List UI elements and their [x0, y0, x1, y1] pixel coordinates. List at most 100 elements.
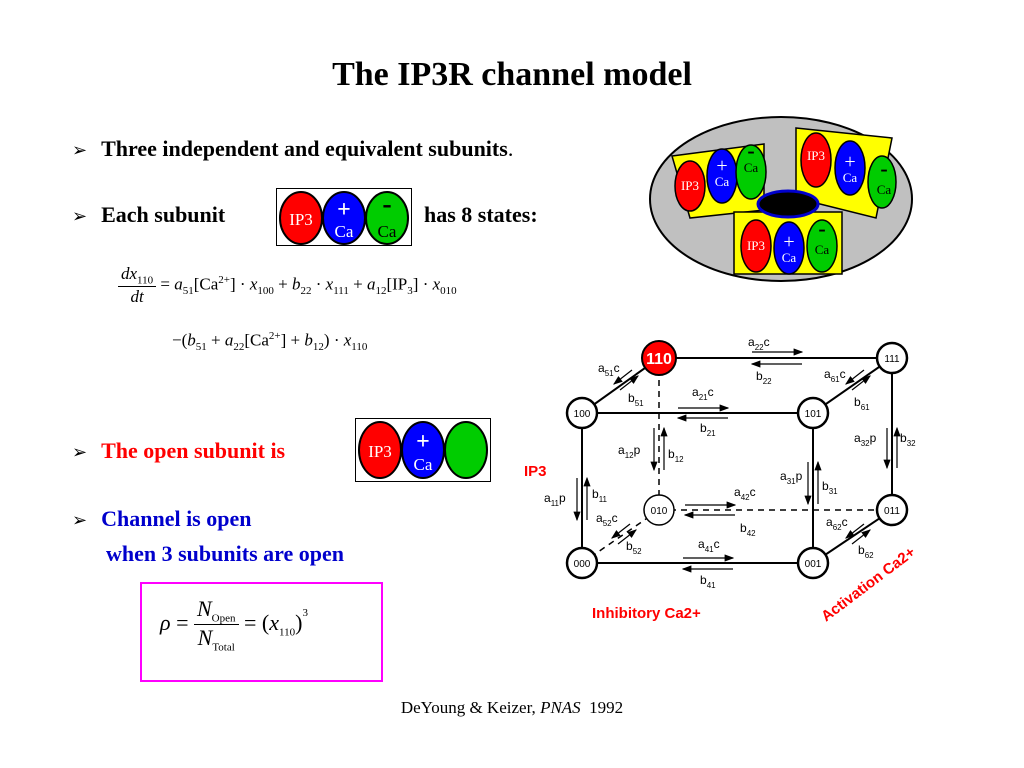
svg-text:011: 011 — [884, 506, 900, 517]
svg-text:Ca: Ca — [715, 174, 730, 189]
inhibitory-ca-site — [365, 191, 409, 245]
bullet-arrow-icon: ➢ — [72, 206, 88, 227]
rate-a51c: a51c — [598, 361, 620, 378]
plus-sign: + — [416, 429, 430, 455]
rate-arrows — [573, 348, 901, 573]
bullet-text: Three independent and equivalent subunit… — [101, 136, 508, 161]
rate-labels: a22c b22 a51c b51 a61c b61 a21c b21 a12p… — [544, 335, 916, 590]
svg-text:000: 000 — [574, 559, 591, 570]
bullet-text: The open subunit is — [101, 438, 286, 463]
rate-a21c: a21c — [692, 385, 714, 402]
state-011 — [875, 493, 909, 527]
subunit-bottom: IP3 + Ca - Ca — [733, 211, 843, 275]
svg-text:+: + — [844, 151, 855, 173]
probability-fraction: NOpen NTotal — [193, 596, 239, 654]
state-cube-diagram: 110 111 100 101 010 011 000 001 a22c b22… — [524, 335, 919, 625]
minus-sign: - — [382, 189, 391, 220]
channel-pore — [756, 189, 820, 219]
rate-b41: b41 — [700, 573, 716, 590]
bullet-three-subunits: ➢ Three independent and equivalent subuni… — [72, 136, 513, 162]
state-110 — [641, 340, 677, 376]
state-nodes: 110 111 100 101 010 011 000 001 — [565, 340, 909, 580]
bullet-arrow-icon: ➢ — [72, 510, 88, 531]
rho-symbol: ρ — [160, 609, 171, 635]
rate-b42: b42 — [740, 521, 756, 538]
bullet-text: Each subunit — [101, 202, 226, 227]
rate-b62: b62 — [858, 543, 874, 560]
citation: DeYoung & Keizer, PNAS 1992 — [400, 698, 624, 717]
svg-text:IP3: IP3 — [681, 178, 699, 193]
label-ip3: IP3 — [524, 463, 547, 480]
svg-text:Ca: Ca — [815, 242, 830, 257]
bullet-period: . — [507, 136, 514, 161]
rate-b22: b22 — [756, 369, 772, 386]
bullet-open-subunit: ➢ The open subunit is — [72, 438, 285, 464]
bullet-channel-open: ➢ Channel is open — [72, 506, 251, 532]
ca-label: Ca — [378, 222, 397, 241]
rate-b51: b51 — [628, 391, 644, 408]
bullet-arrow-icon: ➢ — [72, 442, 88, 463]
derivative-fraction: dx110 dt — [118, 264, 157, 307]
inhibitory-ca-site-empty — [444, 421, 488, 479]
rate-b61: b61 — [854, 395, 870, 412]
rate-a62c: a62c — [826, 515, 848, 532]
ca-label: Ca — [414, 455, 433, 474]
channel-top-view: IP3 + Ca - Ca IP3 + Ca - Ca IP3 + Ca - C… — [647, 115, 915, 283]
bullet-each-subunit-tail: has 8 states: — [424, 202, 538, 227]
subunit-right: IP3 + Ca - Ca — [795, 127, 897, 219]
subunit-left: IP3 + Ca - Ca — [671, 138, 767, 219]
svg-text:-: - — [747, 138, 754, 163]
state-101 — [796, 396, 830, 430]
rate-a12p: a12p — [618, 443, 641, 460]
equation-line-2: −(b51 + a22[Ca2+] + b12) · x110 — [172, 330, 368, 354]
svg-text:111: 111 — [884, 354, 900, 365]
svg-text:Ca: Ca — [843, 170, 858, 185]
ca-label: Ca — [335, 222, 354, 241]
open-subunit-diagram: IP3 + Ca — [355, 418, 491, 482]
cube-edges — [581, 357, 893, 564]
state-100 — [565, 396, 599, 430]
state-000 — [565, 546, 599, 580]
bullet-each-subunit: ➢ Each subunit — [72, 202, 225, 228]
svg-text:101: 101 — [805, 409, 822, 420]
rate-b11: b11 — [592, 487, 608, 504]
rate-a31p: a31p — [780, 469, 803, 486]
svg-text:010: 010 — [651, 506, 668, 517]
rate-b31: b31 — [822, 479, 838, 496]
bullet-text: Channel is open — [101, 506, 252, 531]
rate-a32p: a32p — [854, 431, 877, 448]
svg-text:IP3: IP3 — [747, 238, 765, 253]
rate-b52: b52 — [626, 539, 642, 556]
svg-text:Ca: Ca — [744, 160, 759, 175]
rate-a22c: a22c — [748, 335, 770, 352]
equation-line-1: dx110 dt = a51[Ca2+] · x100 + b22 · x111… — [118, 264, 457, 307]
open-probability-formula: ρ = NOpen NTotal = (x110)3 — [140, 582, 383, 682]
plus-sign: + — [337, 197, 351, 223]
ip3-label: IP3 — [368, 442, 392, 461]
rate-b32: b32 — [900, 431, 916, 448]
rate-a11p: a11p — [544, 491, 566, 508]
svg-text:-: - — [818, 216, 825, 241]
state-010 — [643, 494, 675, 526]
svg-text:001: 001 — [805, 559, 822, 570]
state-111 — [875, 341, 909, 375]
svg-text:Ca: Ca — [877, 182, 892, 197]
svg-text:Ca: Ca — [782, 250, 797, 265]
state-001 — [796, 546, 830, 580]
svg-text:110: 110 — [646, 351, 672, 368]
svg-text:100: 100 — [574, 409, 591, 420]
rate-a42c: a42c — [734, 485, 756, 502]
hidden-edges — [581, 358, 892, 564]
subunit-diagram: IP3 + Ca - Ca — [276, 188, 412, 246]
bullet-arrow-icon: ➢ — [72, 140, 88, 161]
ip3-label: IP3 — [289, 210, 313, 229]
rate-a61c: a61c — [824, 367, 846, 384]
label-inhibitory-ca: Inhibitory Ca2+ — [592, 605, 701, 622]
rate-b12: b12 — [668, 447, 684, 464]
svg-text:IP3: IP3 — [807, 148, 825, 163]
rate-b21: b21 — [700, 421, 716, 438]
bullet-channel-open-line2: when 3 subunits are open — [106, 541, 344, 566]
slide-title: The IP3R channel model — [332, 56, 692, 93]
svg-text:+: + — [716, 155, 727, 177]
svg-text:+: + — [783, 231, 794, 253]
